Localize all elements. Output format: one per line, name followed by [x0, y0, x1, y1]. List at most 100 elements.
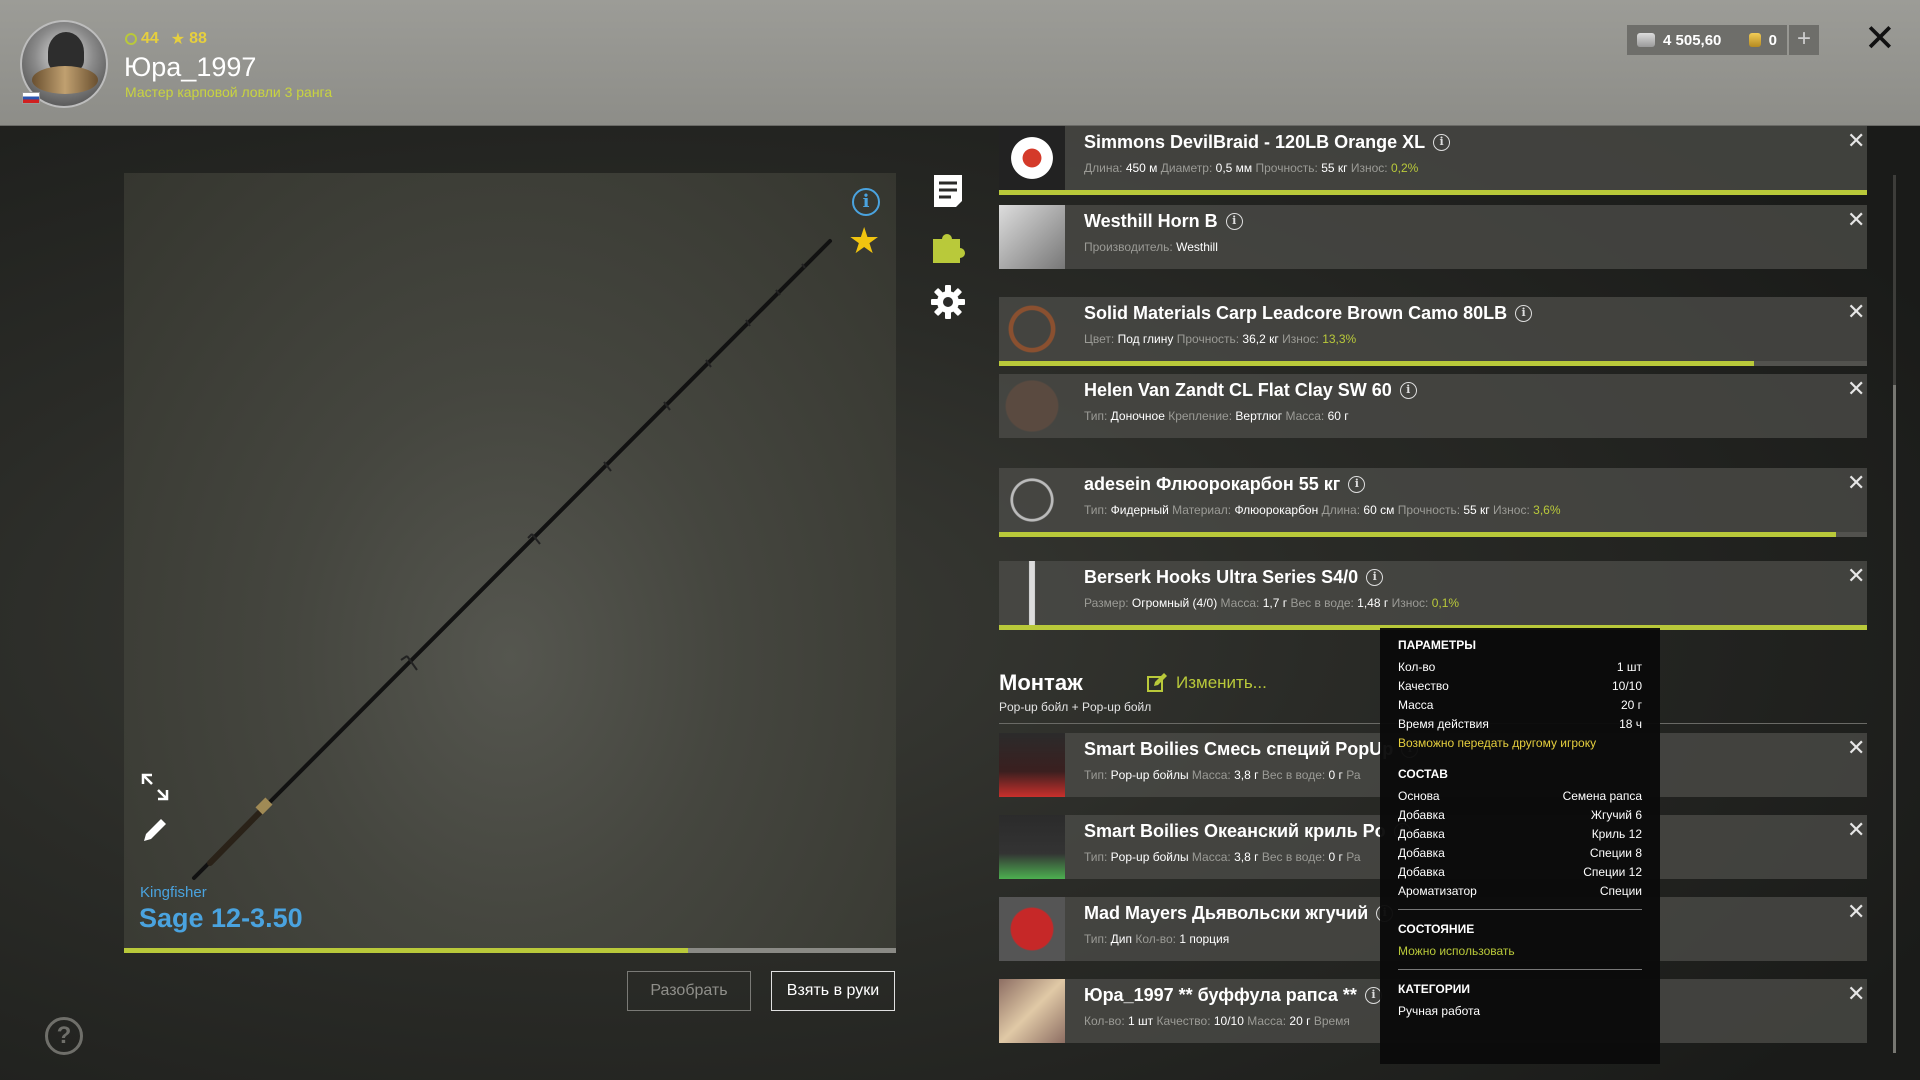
property-key: Ра [1346, 850, 1361, 864]
avatar[interactable] [20, 20, 108, 108]
tooltip-param-key: Качество [1398, 679, 1449, 693]
remove-icon[interactable]: ✕ [1847, 207, 1866, 232]
take-in-hands-button[interactable]: Взять в руки [771, 971, 895, 1011]
tooltip-composition-row: Основа Семена рапса [1398, 787, 1642, 806]
property-value: Pop-up бойлы [1110, 768, 1189, 782]
gold-amount: 0 [1768, 31, 1777, 49]
property-key: Масса: [1191, 768, 1235, 782]
item-name: Solid Materials Carp Leadcore Brown Camo… [1084, 303, 1533, 324]
info-icon[interactable]: i [1433, 134, 1451, 151]
info-icon[interactable]: i [1399, 382, 1417, 399]
favorite-star-icon[interactable]: ★ [848, 220, 881, 261]
item-name-text: Smart Boilies Смесь специй PopUp [1084, 739, 1394, 759]
remove-icon[interactable]: ✕ [1847, 981, 1866, 1006]
remove-icon[interactable]: ✕ [1847, 470, 1866, 495]
help-icon[interactable]: ? [45, 1017, 83, 1055]
property-key: Износ: [1391, 596, 1432, 610]
document-icon[interactable] [930, 173, 966, 209]
remove-icon[interactable]: ✕ [1847, 735, 1866, 760]
rank-stat: ★88 [171, 29, 207, 49]
property-value: 60 г [1327, 409, 1349, 423]
property-value: 1,7 г [1262, 596, 1288, 610]
item-name: Smart Boilies Океанский криль Poi [1084, 821, 1411, 842]
info-icon[interactable]: i [1515, 305, 1533, 322]
property-key: Время [1313, 1014, 1350, 1028]
rod-preview[interactable] [124, 173, 896, 953]
player-stats: 44 ★88 [125, 29, 207, 49]
close-icon[interactable]: ✕ [1864, 18, 1896, 60]
wear-bar-fill [999, 190, 1867, 195]
flag-icon [22, 92, 40, 104]
item-thumbnail [999, 468, 1065, 532]
tooltip-param-key: Масса [1398, 698, 1434, 712]
property-key: Тип: [1084, 850, 1111, 864]
expand-icon[interactable] [140, 772, 170, 802]
property-key: Кол-во: [1084, 1014, 1128, 1028]
remove-icon[interactable]: ✕ [1847, 299, 1866, 324]
tooltip-composition-value: Семена рапса [1562, 789, 1642, 803]
disassemble-button[interactable]: Разобрать [627, 971, 751, 1011]
property-key: Ра [1346, 768, 1361, 782]
item-properties: Тип: Pop-up бойлы Масса: 3,8 г Вес в вод… [1084, 768, 1361, 782]
remove-icon[interactable]: ✕ [1847, 899, 1866, 924]
rod-wear-bar [124, 948, 896, 953]
tooltip-composition-value: Жгучий 6 [1590, 808, 1642, 822]
remove-icon[interactable]: ✕ [1847, 128, 1866, 153]
equipment-item[interactable]: Solid Materials Carp Leadcore Brown Camo… [999, 297, 1867, 366]
tooltip-param-value: 18 ч [1619, 717, 1642, 731]
montage-edit-button[interactable]: Изменить... [1146, 672, 1267, 694]
gear-icon[interactable] [930, 284, 966, 320]
item-name: Smart Boilies Смесь специй PopUpi [1084, 739, 1419, 760]
info-icon[interactable]: i [1366, 569, 1384, 586]
property-value: Дип [1110, 932, 1132, 946]
info-icon[interactable]: i [852, 188, 880, 216]
tooltip-params-title: ПАРАМЕТРЫ [1398, 638, 1476, 652]
wear-bar-fill [999, 532, 1836, 537]
property-value: 36,2 кг [1242, 332, 1279, 346]
item-name-text: Helen Van Zandt CL Flat Clay SW 60 [1084, 380, 1392, 400]
property-value: Огромный (4/0) [1131, 596, 1218, 610]
rod-name: Sage 12-3.50 [139, 903, 303, 933]
remove-icon[interactable]: ✕ [1847, 376, 1866, 401]
level-stat: 44 [125, 29, 159, 49]
property-value: 0 г [1328, 768, 1343, 782]
item-properties: Размер: Огромный (4/0) Масса: 1,7 г Вес … [1084, 596, 1459, 610]
property-key: Прочность: [1255, 161, 1322, 175]
info-icon[interactable]: i [1225, 213, 1243, 230]
wear-bar [999, 625, 1867, 630]
remove-icon[interactable]: ✕ [1847, 817, 1866, 842]
property-key: Цвет: [1084, 332, 1118, 346]
tooltip-param-key: Время действия [1398, 717, 1489, 731]
property-value: 3,6% [1533, 503, 1561, 517]
tooltip-composition-key: Ароматизатор [1398, 884, 1477, 898]
scrollbar-thumb[interactable] [1893, 385, 1896, 1053]
username: Юра_1997 [124, 52, 257, 82]
property-value: 13,3% [1322, 332, 1357, 346]
property-key: Тип: [1084, 409, 1111, 423]
property-key: Производитель: [1084, 240, 1177, 254]
info-icon[interactable]: i [1348, 476, 1366, 493]
tooltip-composition-value: Криль 12 [1591, 827, 1642, 841]
pencil-icon[interactable] [140, 815, 170, 845]
item-thumbnail [999, 374, 1065, 438]
add-currency-button[interactable]: + [1789, 25, 1819, 55]
tooltip-composition-key: Основа [1398, 789, 1440, 803]
property-value: Доночное [1110, 409, 1165, 423]
remove-icon[interactable]: ✕ [1847, 563, 1866, 588]
tooltip-composition-key: Добавка [1398, 808, 1445, 822]
property-key: Длина: [1321, 503, 1364, 517]
item-name-text: Solid Materials Carp Leadcore Brown Camo… [1084, 303, 1508, 323]
puzzle-icon[interactable] [930, 229, 966, 265]
property-key: Размер: [1084, 596, 1132, 610]
property-value: 1 шт [1127, 1014, 1154, 1028]
tooltip-param-value: 1 шт [1616, 660, 1642, 674]
